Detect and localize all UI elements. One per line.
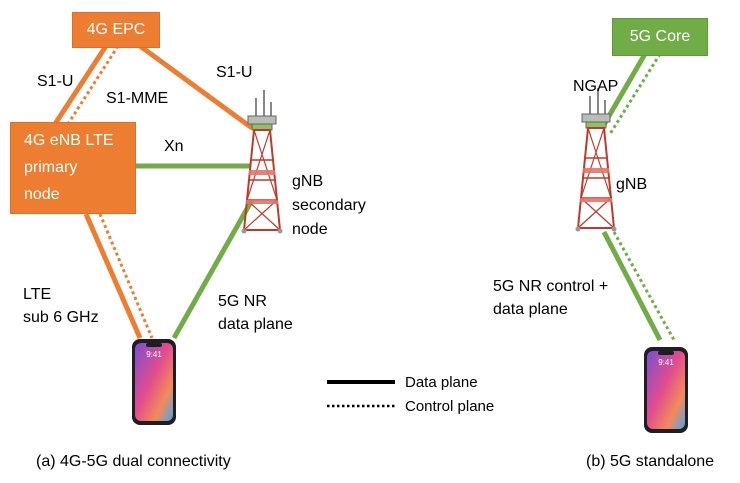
- s1mme-label: S1-MME: [106, 90, 169, 107]
- lte-sub6-label: LTE sub 6 GHz: [23, 286, 99, 326]
- caption-left: (a) 4G-5G dual connectivity: [36, 453, 231, 470]
- legend-control-plane-label: Control plane: [405, 398, 495, 415]
- link-lte-control: [98, 213, 154, 339]
- epc-label: 4G EPC: [86, 21, 146, 38]
- gnb-secondary-label: gNB secondary node: [292, 173, 366, 238]
- core-box: 5G Core: [612, 18, 708, 56]
- phone-time-left: 9:41: [146, 350, 162, 359]
- link-s1u-epc-enb: [52, 44, 109, 126]
- link-s1mme-epc-enb: [66, 45, 120, 125]
- epc-box: 4G EPC: [72, 12, 160, 48]
- gnb-right-label: gNB: [616, 176, 648, 193]
- ngap-label: NGAP: [573, 78, 619, 95]
- enb-box: 4G eNB LTE primary node: [10, 122, 136, 214]
- xn-label: Xn: [164, 138, 184, 155]
- legend-data-plane-label: Data plane: [405, 374, 478, 391]
- link-ngap-control: [608, 53, 662, 135]
- caption-right: (b) 5G standalone: [586, 453, 715, 470]
- s1u-right-label: S1-U: [216, 64, 253, 81]
- nr-data-plane-label: 5G NR data plane: [218, 293, 293, 333]
- link-nr-right-control: [612, 231, 676, 341]
- link-nr-right-data: [601, 230, 663, 342]
- link-lte-data: [83, 213, 143, 339]
- phone-time-right: 9:41: [658, 358, 674, 367]
- link-s1u-epc-gnb: [138, 43, 254, 131]
- s1u-left-label: S1-U: [37, 73, 74, 90]
- link-nr-data-left: [171, 198, 255, 340]
- nr-control-data-label: 5G NR control + data plane: [493, 278, 609, 318]
- core-label: 5G Core: [629, 28, 691, 45]
